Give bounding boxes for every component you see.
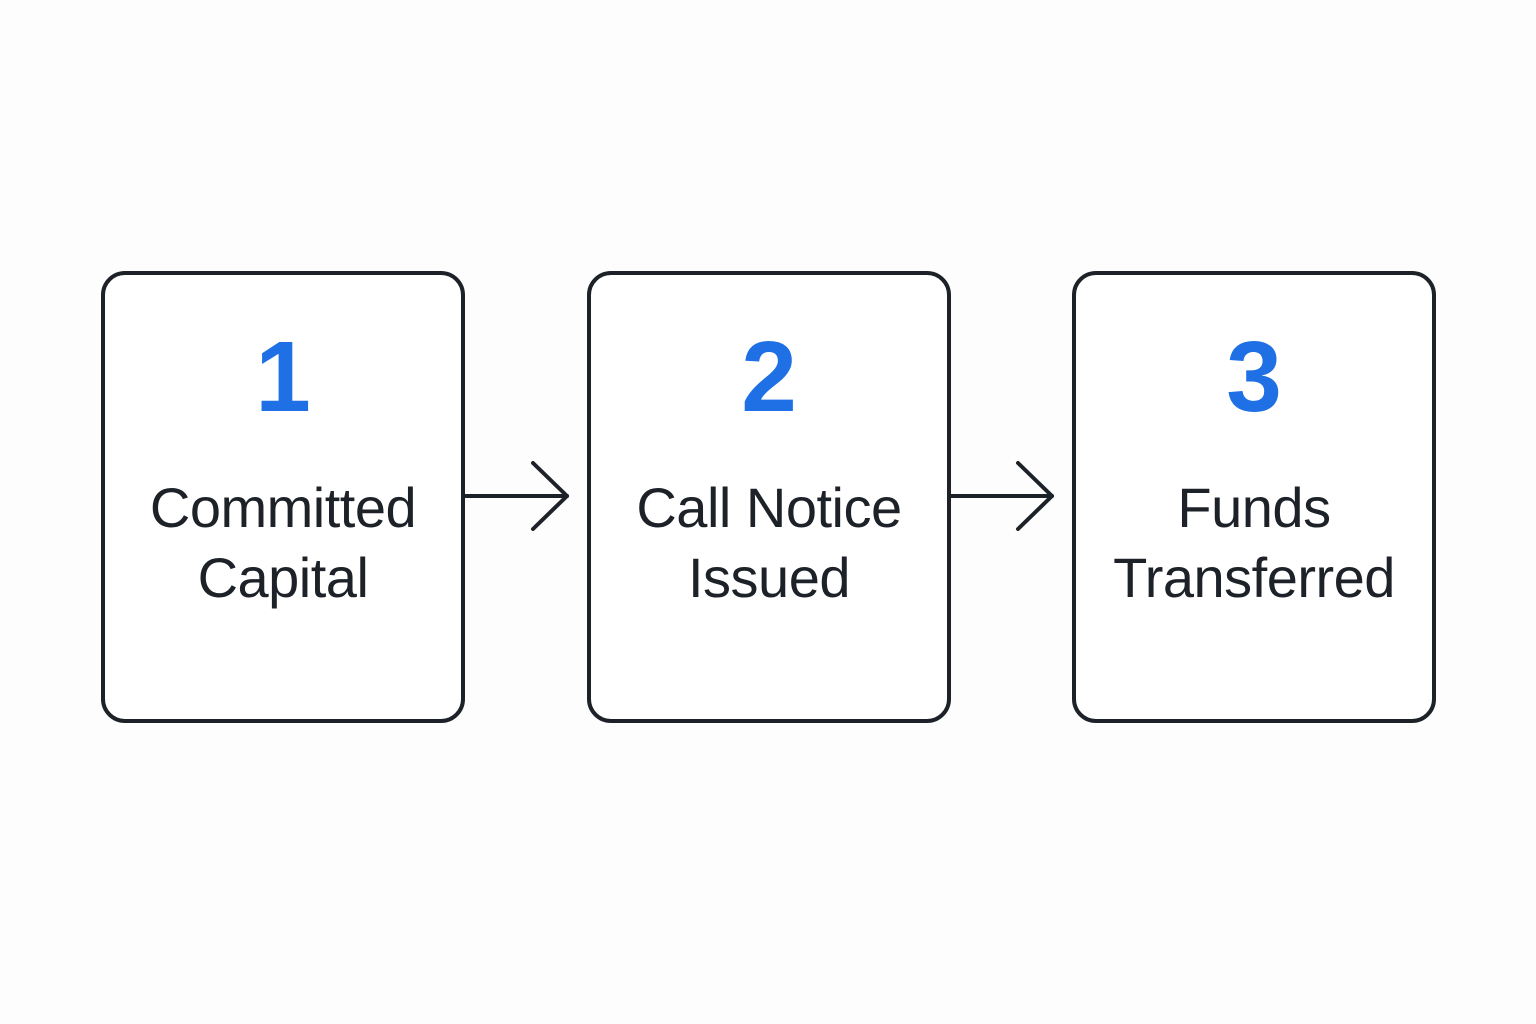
step-label: Funds Transferred — [1076, 473, 1432, 613]
step-label-line: Call Notice — [636, 476, 902, 539]
step-label-line: Transferred — [1113, 546, 1395, 609]
step-label-line: Issued — [688, 546, 851, 609]
step-label: Committed Capital — [105, 473, 461, 613]
step-number: 1 — [255, 321, 311, 433]
step-box-1: 1 Committed Capital — [101, 271, 465, 723]
step-label-line: Capital — [197, 546, 369, 609]
step-number: 3 — [1226, 321, 1282, 433]
step-number: 2 — [741, 321, 797, 433]
arrow-right-icon — [948, 461, 1054, 531]
step-box-2: 2 Call Notice Issued — [587, 271, 951, 723]
step-label: Call Notice Issued — [591, 473, 947, 613]
step-label-line: Funds — [1177, 476, 1331, 539]
step-box-3: 3 Funds Transferred — [1072, 271, 1436, 723]
arrow-right-icon — [463, 461, 569, 531]
step-label-line: Committed — [149, 476, 417, 539]
